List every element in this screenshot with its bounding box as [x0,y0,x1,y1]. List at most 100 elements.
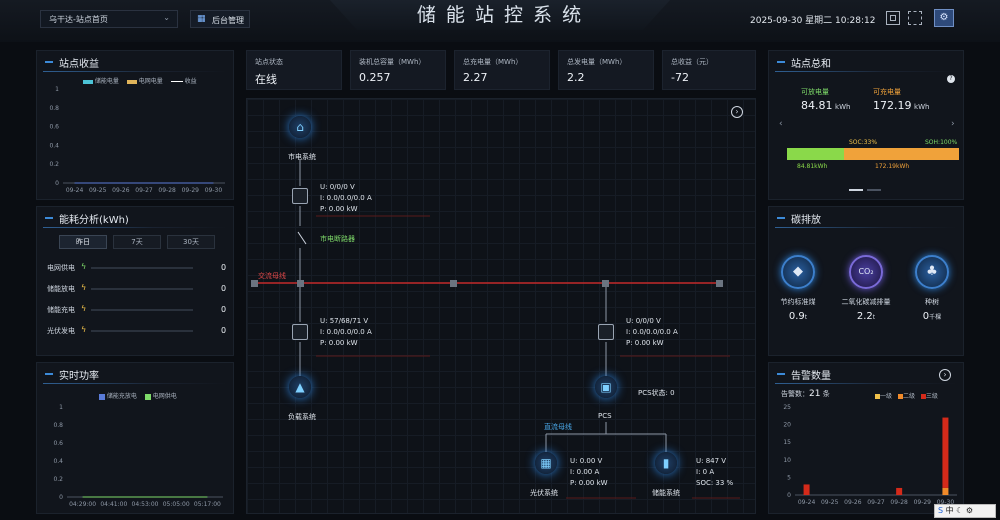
tab-yesterday[interactable]: 昨日 [59,235,107,249]
ime-toolbar[interactable]: S 中 ☾ ⚙ [934,504,996,518]
coal-icon: ◆ [781,255,815,289]
x-tick-label: 09-27 [867,499,885,506]
load-alarm-icon[interactable]: ▲ [289,376,311,398]
coal-unit: t [804,314,808,321]
soc-bar-right-value: 172.19kWh [875,163,910,170]
x-tick-label: 09-24 [66,187,84,194]
load-label: 负载系统 [288,413,316,421]
tree-icon: ♣ [915,255,949,289]
alarm-total-unit: 条 [822,390,830,398]
user-avatar-icon[interactable]: ⚙ [934,9,954,27]
pcs-status: PCS状态: 0 [638,389,675,397]
topology-panel [246,98,756,514]
grid-icon: ▦ [197,14,206,24]
tab-30-days[interactable]: 30天 [167,235,215,249]
load-power: P: 0.00 kW [320,339,358,347]
ess-label: 储能系统 [652,489,680,497]
load-voltage: U: 57/68/71 V [320,317,369,325]
summary-title: 站点总和 [777,55,831,70]
charge-label: 可充电量 [873,88,901,96]
soh-label: SOH:100% [925,139,958,146]
page-title: 储 能 站 控 系 统 [416,4,584,26]
energy-row-label: 光伏发电 [47,327,75,335]
carousel-next-icon[interactable]: › [951,119,955,129]
stat-site-status: 站点状态 在线 [246,50,342,90]
y-tick-label: 0.4 [49,142,59,149]
fullscreen-icon[interactable] [886,11,900,25]
x-tick-label: 09-28 [890,499,908,506]
discharge-number: 84.81 [801,99,833,112]
lightning-icon: ϟ [81,325,87,334]
stat-value: 2.27 [463,71,488,84]
x-tick-label: 04:53:00 [132,501,159,508]
discharge-label: 可放电量 [801,88,829,96]
soc-bar-fill [787,148,844,160]
x-tick-label: 09-29 [914,499,932,506]
alarm-total-value: 21 [809,389,821,399]
tree-label: 种树 [925,298,939,306]
grid-meter-icon[interactable] [292,188,308,204]
alarm-bar [803,484,810,495]
x-tick-label: 04:41:00 [100,501,127,508]
carbon-panel: 碳排放 ◆ CO₂ ♣ 节约标准煤 二氧化碳减排量 种树 0.9t 2.2t 0… [768,206,964,356]
arrow-right-icon[interactable]: › [731,106,743,118]
exit-fullscreen-icon[interactable] [908,11,922,25]
load-current: I: 0.0/0.0/0.0 A [320,328,372,336]
tab-7-days[interactable]: 7天 [113,235,161,249]
charge-number: 172.19 [873,99,912,112]
grid-tower-icon[interactable]: ⌂ [289,116,311,138]
pcs-icon[interactable]: ▣ [595,376,617,398]
charge-unit: kWh [914,103,930,111]
y-tick-label: 0.2 [49,161,59,168]
stat-value: 0.257 [359,71,391,84]
y-tick-label: 0.2 [53,476,63,483]
alarm-more-icon[interactable]: › [939,369,951,381]
y-tick-label: 15 [783,439,791,446]
co2-icon: CO₂ [849,255,883,289]
info-icon[interactable]: ? [947,75,955,83]
carousel-prev-icon[interactable]: ‹ [779,119,783,129]
x-tick-label: 09-29 [182,187,200,194]
y-tick-label: 0.6 [49,124,59,131]
stat-total-revenue: 总收益（元） -72 [662,50,756,90]
legend-grid: 电网电量 [138,78,163,85]
ess-current: I: 0 A [696,468,715,476]
alarm-legend: 一级 二级 三级 [875,391,938,400]
x-tick-label: 09-27 [135,187,153,194]
pcs-power: P: 0.00 kW [626,339,664,347]
carousel-dot-active[interactable] [849,189,863,191]
legend-swatch-level3 [920,394,926,399]
stat-label: 总充电量（MWh） [463,58,523,66]
pv-panel-icon[interactable]: ▦ [535,452,557,474]
soc-bar [787,148,959,160]
admin-button[interactable]: ▦ 后台管理 [190,10,250,28]
co2-number: 2.2 [856,311,873,322]
pcs-meter-icon[interactable] [598,324,614,340]
legend-swatch-grid [126,79,137,84]
site-select[interactable]: 乌干达-站点首页 ⌄ [40,10,178,28]
carousel-dot[interactable] [867,189,881,191]
discharge-unit: kWh [835,103,851,111]
x-tick-label: 09-30 [937,499,955,506]
discharge-value: 84.81 kWh [801,99,850,112]
x-tick-label: 09-25 [821,499,839,506]
grid-label: 市电系统 [288,153,316,161]
pv-meter-readings: U: 0.00 V I: 0.00 A P: 0.00 kW [570,456,608,489]
grid-meter-readings: U: 0/0/0 V I: 0.0/0.0/0.0 A P: 0.00 kW [320,182,372,215]
load-meter-icon[interactable] [292,324,308,340]
legend-level3: 三级 [925,393,938,400]
ess-voltage: U: 847 V [696,457,727,465]
pv-label: 光伏系统 [530,489,558,497]
lightning-icon: ϟ [81,304,87,313]
x-tick-label: 09-26 [112,187,130,194]
legend-storage: 储能电量 [94,78,119,85]
co2-value: 2.2t [835,311,897,322]
legend-swatch-ess [99,393,105,400]
x-tick-label: 09-25 [89,187,107,194]
y-tick-label: 0.8 [49,105,59,112]
battery-icon[interactable]: ▮ [655,452,677,474]
title-plate [330,0,670,30]
legend-revenue: 收益 [184,78,197,85]
x-tick-label: 09-28 [158,187,176,194]
